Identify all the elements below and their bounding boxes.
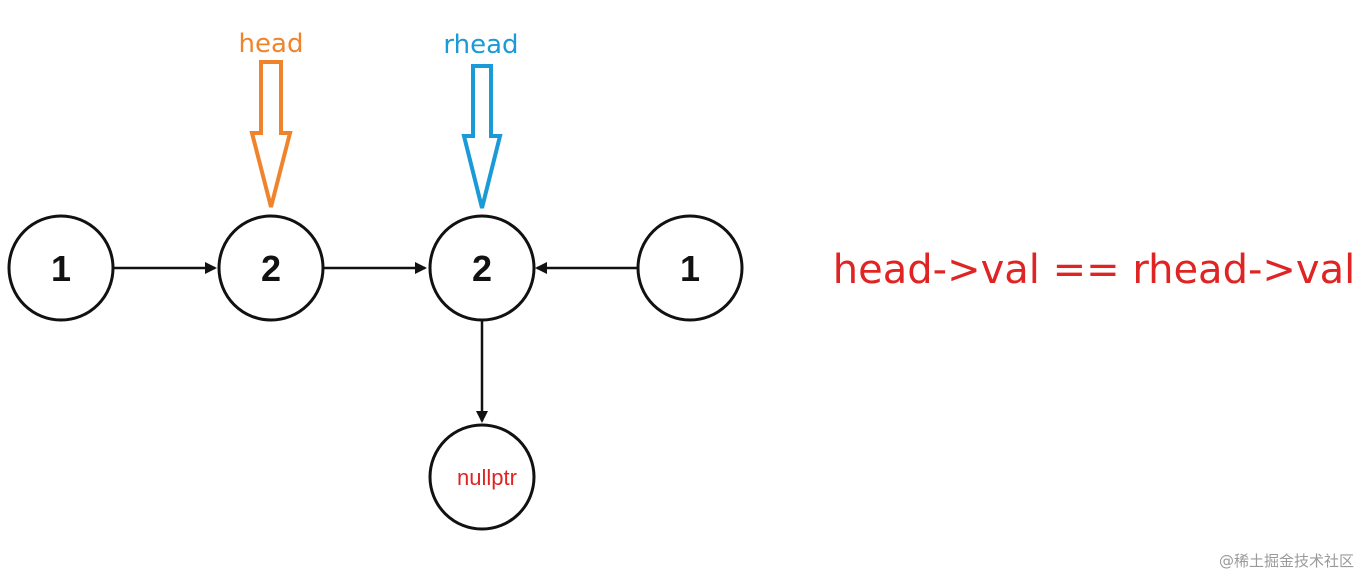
comparison-expression: head->val == rhead->val bbox=[833, 247, 1355, 293]
node-4-value: 1 bbox=[680, 248, 700, 289]
rhead-pointer-label: rhead bbox=[443, 30, 518, 60]
list-node-4: 1 bbox=[636, 214, 744, 322]
node-1-value: 1 bbox=[51, 248, 71, 289]
rhead-pointer-arrow-icon bbox=[461, 64, 503, 209]
list-node-3: 2 bbox=[428, 214, 536, 322]
watermark-text: @稀土掘金技术社区 bbox=[1219, 552, 1354, 570]
node-2-value: 2 bbox=[261, 248, 281, 289]
null-node: nullptr bbox=[428, 423, 536, 531]
list-node-1: 1 bbox=[7, 214, 115, 322]
head-pointer-label: head bbox=[239, 29, 304, 59]
node-3-value: 2 bbox=[472, 248, 492, 289]
list-node-2: 2 bbox=[217, 214, 325, 322]
null-node-label: nullptr bbox=[457, 465, 517, 490]
head-pointer-arrow-icon bbox=[249, 60, 293, 208]
